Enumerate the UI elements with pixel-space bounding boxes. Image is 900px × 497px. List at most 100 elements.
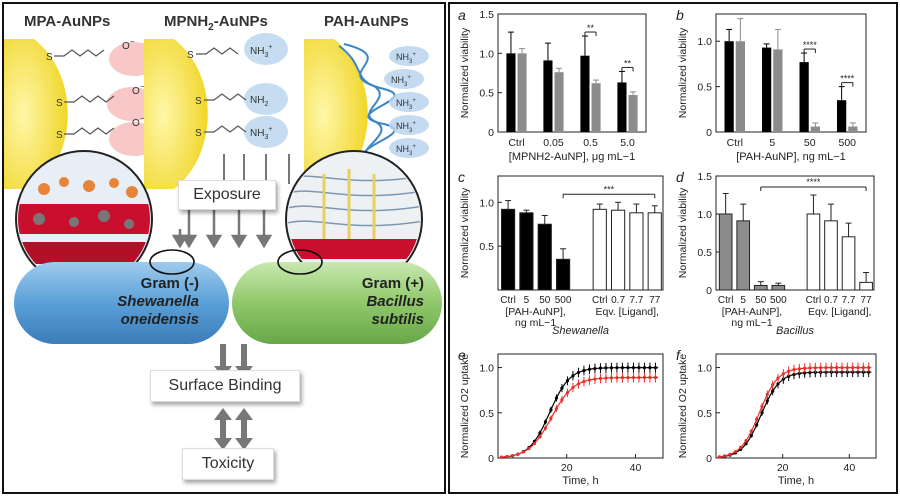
series-point (538, 431, 542, 435)
series-point (760, 411, 764, 415)
series-point (781, 377, 785, 381)
series-point (505, 454, 509, 459)
mpnh2-gold-surface (144, 39, 208, 189)
y-tick-label: 0 (488, 453, 494, 465)
x-axis-label: [MPNH2-AuNP], μg mL−1 (509, 151, 635, 163)
series-point (792, 368, 796, 372)
organism-caption: Shewanella (552, 325, 609, 337)
x-tick-label: 500 (838, 137, 856, 149)
x-tick-label: Ctrl (727, 137, 743, 149)
title-mpnh2: MPNH2-AuNPs (164, 13, 268, 33)
gram-pos-zoom-ring (277, 249, 323, 275)
series-point (571, 385, 575, 390)
series-point (576, 370, 581, 375)
x-tick-label: 40 (843, 462, 855, 474)
bar (724, 41, 734, 132)
series-point (593, 366, 597, 371)
svg-text:−: − (130, 37, 135, 46)
series-point (755, 423, 759, 427)
y-tick-label: 1.0 (479, 363, 494, 375)
series-point (867, 365, 871, 370)
x-axis-label-right: Eqv. [Ligand], (808, 306, 871, 318)
bar (506, 53, 516, 133)
bar (859, 281, 873, 291)
series-point (717, 455, 721, 459)
bar (555, 258, 571, 291)
panel-letter: b (676, 7, 684, 23)
x-tick-label: 5.0 (620, 137, 635, 149)
title-pah: PAH-AuNPs (324, 13, 409, 30)
bar (735, 41, 745, 132)
x-tick-label: 0.05 (543, 137, 564, 149)
series-point (744, 439, 748, 443)
y-axis-label: Normalized viability (459, 27, 471, 118)
y-tick-label: 0 (706, 453, 712, 465)
series-point (760, 404, 764, 408)
mpa-gold-surface (4, 39, 68, 189)
svg-text:NH3+: NH3+ (396, 52, 416, 65)
title-mpa: MPA-AuNPs (24, 13, 110, 30)
series-point (744, 442, 748, 446)
series-point (510, 454, 515, 458)
series-point (499, 455, 504, 459)
svg-text:NH3+: NH3+ (396, 144, 416, 157)
x-tick-label: 50 (755, 295, 767, 306)
bar (591, 83, 601, 132)
bar (810, 126, 820, 132)
series-point (739, 445, 743, 449)
svg-text:O: O (132, 86, 140, 97)
y-tick-label: 1.0 (697, 209, 712, 221)
series-point (653, 375, 658, 380)
series-point (554, 406, 559, 411)
schematic: MPA-AuNPs MPNH2-AuNPs PAH-AuNPs SSS O− O… (4, 13, 442, 450)
significance-label: **** (803, 40, 818, 50)
series-point (626, 375, 630, 380)
bar (554, 72, 564, 132)
mpnh2-ligands (196, 33, 288, 148)
series-point (593, 377, 597, 381)
schematic-frame (2, 2, 446, 494)
x-axis-label: Time, h (562, 475, 598, 487)
y-tick-label: 0.5 (479, 241, 494, 253)
series-line (719, 371, 872, 458)
plot-frame (497, 353, 664, 459)
series-point (765, 392, 769, 396)
y-tick-label: 1.5 (479, 9, 494, 21)
gram-neg-label: Gram (-) (141, 275, 199, 292)
gram-neg-membrane-inset (15, 150, 153, 288)
x-tick-label: Ctrl (806, 295, 822, 306)
plot-frame (497, 175, 664, 291)
series-point (587, 367, 592, 371)
series-point (615, 376, 619, 380)
series-point (609, 376, 614, 380)
x-tick-label: 77 (861, 295, 873, 306)
series-point (787, 374, 791, 378)
y-tick-label: 0.5 (479, 88, 494, 100)
series-point (653, 365, 658, 370)
y-tick-label: 0.5 (697, 247, 712, 259)
gram-neg-species: oneidensis (121, 311, 199, 328)
series-point (626, 366, 630, 370)
y-tick-label: 0 (706, 285, 712, 297)
series-line (719, 367, 872, 458)
y-axis-label: Normalized O2 uptake (459, 354, 471, 459)
series-point (549, 416, 553, 420)
panel-letter: e (458, 347, 466, 363)
gram-pos-genus: Bacillus (366, 293, 424, 310)
series-point (521, 450, 526, 454)
series-point (808, 366, 812, 370)
bar (841, 236, 856, 291)
series-point (516, 452, 520, 456)
x-tick-label: Ctrl (718, 295, 734, 306)
x-tick-label: 40 (630, 462, 642, 474)
series-point (637, 375, 641, 380)
bar (628, 95, 638, 132)
x-tick-label: 5 (524, 295, 530, 306)
bar (580, 55, 590, 133)
series-point (615, 366, 619, 370)
bar (543, 60, 553, 133)
x-tick-label: 0.7 (824, 295, 838, 306)
series-point (582, 379, 586, 384)
